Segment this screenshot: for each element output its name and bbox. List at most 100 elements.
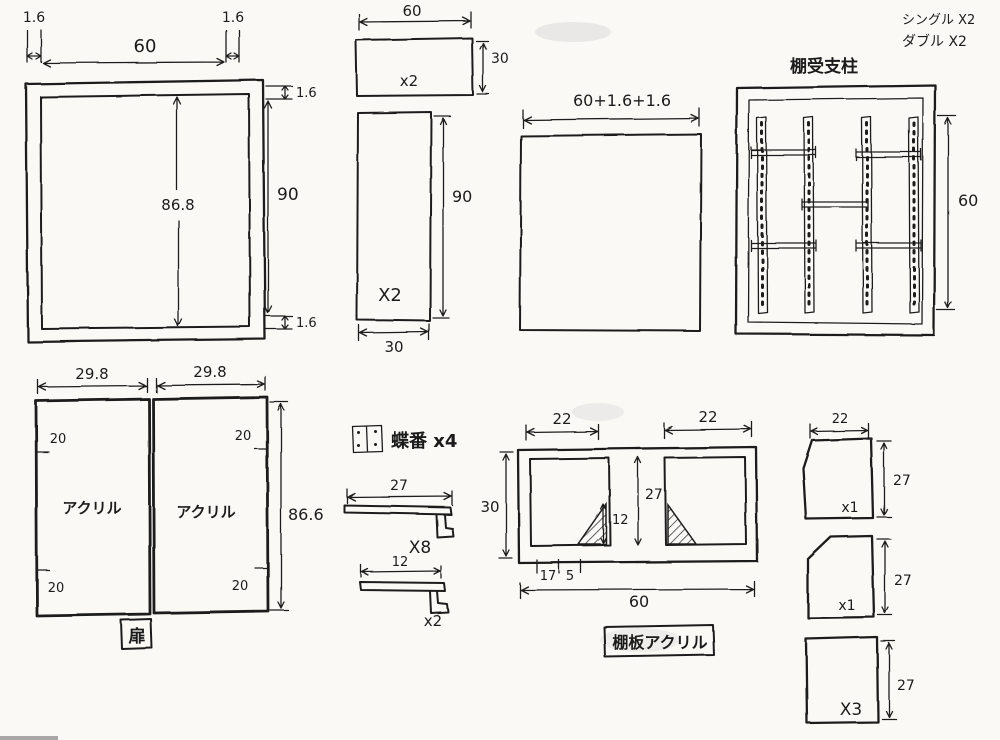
hatched-corner-right [667,502,698,545]
panel2-outline [806,534,876,620]
dim-bracket-long-length: 27 [390,478,408,494]
dimension-line [663,421,753,439]
dim-hinge-offset-bottom-left: 20 [48,581,65,596]
hinge-screw-dot [373,442,377,446]
dim-small-panel3-height: 27 [897,678,915,694]
small-panel1-qty: x1 [841,500,858,516]
top-board-drawing [355,11,490,97]
scan-smudge [535,22,611,42]
opening-left-outline [529,457,611,547]
dim-inner-height: 86.8 [161,196,194,214]
dimension-line [634,456,642,546]
dim-shelf-edge-5: 5 [566,569,574,584]
dimension-line [880,640,897,720]
dim-shelf-posts-height: 60 [958,191,978,210]
frame-outer-outline [734,83,937,337]
dim-door-left-width: 29.8 [75,365,108,383]
small-panel2-qty: x1 [838,598,855,614]
dim-width-top: 60 [134,36,157,57]
dim-side-board-width: 30 [384,338,403,356]
bracket-short-hook [429,590,449,614]
shelf-board-caption: 棚板アクリル [612,633,707,652]
dimension-line [26,29,42,63]
dimension-line [519,580,755,599]
dimension-line [225,29,240,63]
caption-box [120,618,153,650]
frame-inner-outline [747,97,924,325]
shelf-bracket-bar [750,239,817,252]
dimension-line [475,40,490,95]
dimension-line [358,11,472,31]
edge-ticks [536,559,582,574]
dim-shelf-notch-height: 12 [612,513,629,528]
hinge-and-brackets-drawing [343,424,454,614]
shelf-posts-title: 棚受支柱 [790,56,858,77]
dimension-line [172,96,183,327]
dimension-line [876,440,892,518]
shelf-bracket-bar [855,239,922,252]
dimension-line [936,115,957,311]
back-board-drawing [519,107,702,332]
board-outline [356,111,432,322]
dimension-line [809,422,869,439]
dimension-line [432,115,451,319]
side-board-drawing [356,111,451,342]
dimension-line [599,503,607,544]
opening-right-outline [664,456,747,546]
top-board-qty: x2 [400,72,418,90]
doors-caption: 扉 [129,626,146,647]
scan-smudge [600,628,680,652]
shelf-posts-note-single: シングル X2 [902,13,975,28]
dimension-line [360,564,442,579]
dim-thickness-top-left: 1.6 [23,10,45,26]
dim-small-panel-width: 22 [832,412,849,427]
hinge-screw-dot [356,430,360,434]
dim-door-right-width: 29.8 [193,363,226,381]
dim-side-board-height: 90 [452,187,472,206]
bracket-long-hook [435,513,454,538]
scan-edge-mark [0,736,58,740]
shelf-bracket-bar [801,198,869,211]
dim-shelf-depth: 30 [480,498,499,516]
dim-hinge-offset-top-left: 20 [50,432,67,447]
frame-inner-outline [40,93,251,330]
dim-opening-left: 22 [552,410,571,428]
side-frame-drawing [24,29,293,344]
shelf-bracket-bar [750,146,817,159]
dimension-line [263,100,273,314]
door-left-material-label: アクリル [62,499,121,517]
dim-back-board-width: 60+1.6+1.6 [573,91,671,110]
shelf-posts-drawing [734,83,957,337]
dim-top-board-width: 60 [402,2,421,20]
side-board-qty: X2 [378,285,402,306]
door-right-material-label: アクリル [176,503,235,521]
dim-thickness-right-top: 1.6 [296,86,317,101]
dimension-line [525,423,599,441]
dim-hinge-offset-top-right: 20 [235,429,252,444]
frame-outer-outline [24,78,267,344]
caption-box [603,624,715,658]
scan-smudge [572,403,624,421]
door-right-outline [151,395,270,615]
bracket-short-qty: x2 [424,612,442,630]
dim-thickness-right-bottom: 1.6 [296,316,317,331]
bracket-long-qty: X8 [409,538,431,558]
dim-hinge-offset-bottom-right: 20 [232,579,249,594]
dimension-line [265,315,293,330]
panel1-outline [801,436,875,521]
dim-shelf-inner-height: 27 [645,487,663,503]
hatched-corner-left [576,501,607,545]
dim-shelf-edge-17: 17 [540,569,557,584]
doors-drawing [34,375,289,650]
board-outer-outline [516,445,759,565]
dim-thickness-top-right: 1.6 [222,10,244,26]
label-layer: 1.6 1.6 60 1.6 90 86.8 1.6 60 x2 30 90 X… [23,2,978,720]
small-panels-drawing [801,422,897,725]
dimension-line [346,488,453,506]
bracket-long-bar [343,504,452,515]
dimension-line [37,377,148,395]
dimension-line [498,451,514,559]
dimension-line [265,85,293,100]
